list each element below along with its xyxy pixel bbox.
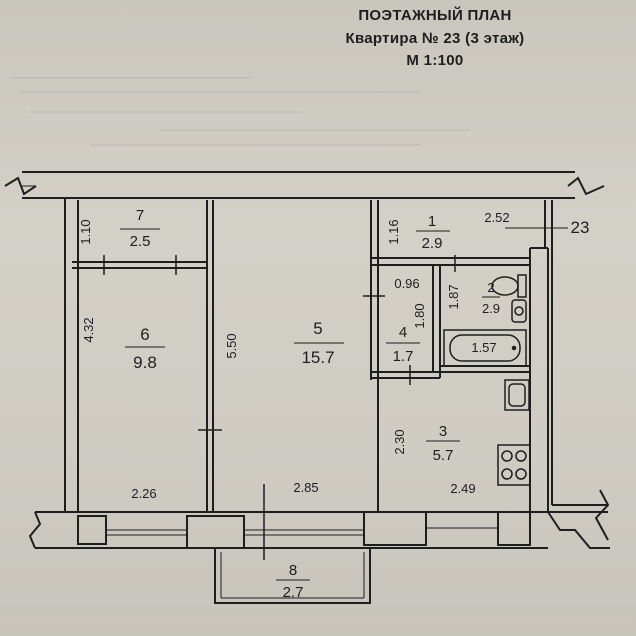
room-7-number: 7 bbox=[136, 207, 144, 224]
room-4-label: 4 1.7 bbox=[393, 324, 414, 365]
room-4-area: 1.7 bbox=[393, 348, 414, 365]
door-marks bbox=[103, 255, 456, 560]
room-5-label: 5 15.7 bbox=[301, 319, 334, 367]
dim-room2-depth: 1.87 bbox=[446, 284, 461, 309]
paper-texture bbox=[10, 77, 470, 146]
room-label-rules bbox=[120, 228, 500, 581]
room-3-label: 3 5.7 bbox=[433, 423, 454, 464]
dim-room1-width: 2.52 bbox=[484, 210, 509, 225]
plan-scale: М 1:100 bbox=[406, 52, 464, 69]
room-4-number: 4 bbox=[399, 324, 407, 341]
kitchen-stove bbox=[497, 444, 531, 486]
dim-bath-length: 1.57 bbox=[471, 340, 496, 355]
room-2-area: 2.9 bbox=[482, 301, 500, 316]
dim-room1-depth: 1.16 bbox=[386, 219, 401, 244]
room-8-label: 8 2.7 bbox=[283, 562, 304, 601]
room-7-label: 7 2.5 bbox=[130, 207, 151, 250]
exterior-wall-top bbox=[4, 171, 605, 199]
apartment-subtitle: Квартира № 23 (3 этаж) bbox=[345, 30, 525, 47]
plan-title: ПОЭТАЖНЫЙ ПЛАН bbox=[358, 7, 512, 24]
room-5-area: 15.7 bbox=[301, 348, 334, 367]
toilet bbox=[491, 274, 527, 298]
room-6-label: 6 9.8 bbox=[133, 325, 157, 372]
room-3-area: 5.7 bbox=[433, 447, 454, 464]
room-8-area: 2.7 bbox=[283, 584, 304, 601]
room-1-label: 1 2.9 bbox=[422, 213, 443, 252]
apartment-marker: 23 bbox=[571, 218, 590, 237]
room-5-number: 5 bbox=[313, 319, 322, 338]
washbasin bbox=[511, 299, 527, 323]
room-2-number: 2 bbox=[487, 280, 494, 295]
dim-room5-depth: 5.50 bbox=[224, 333, 239, 358]
dim-room7-depth: 1.10 bbox=[78, 219, 93, 244]
bathtub bbox=[443, 329, 527, 367]
kitchen-sink bbox=[504, 379, 530, 411]
room-1-number: 1 bbox=[428, 213, 436, 230]
room-2-label: 2 2.9 bbox=[482, 280, 500, 316]
exterior-wall-bottom bbox=[28, 511, 610, 549]
balcony-outline bbox=[214, 547, 371, 604]
room-1-area: 2.9 bbox=[422, 235, 443, 252]
dim-room4-depth: 1.80 bbox=[412, 303, 427, 328]
room-7-area: 2.5 bbox=[130, 233, 151, 250]
dim-room3-depth: 2.30 bbox=[392, 429, 407, 454]
exterior-wall-right bbox=[505, 200, 610, 541]
dim-room6-width: 2.26 bbox=[131, 486, 156, 501]
dim-room3-width: 2.49 bbox=[450, 481, 475, 496]
dim-room4-width: 0.96 bbox=[394, 276, 419, 291]
room-6-number: 6 bbox=[140, 325, 149, 344]
room-3-number: 3 bbox=[439, 423, 447, 440]
exterior-wall-left bbox=[64, 198, 79, 512]
room-6-area: 9.8 bbox=[133, 353, 157, 372]
dim-room6-depth: 4.32 bbox=[81, 317, 96, 342]
dim-room5-width: 2.85 bbox=[293, 480, 318, 495]
room-8-number: 8 bbox=[289, 562, 297, 579]
